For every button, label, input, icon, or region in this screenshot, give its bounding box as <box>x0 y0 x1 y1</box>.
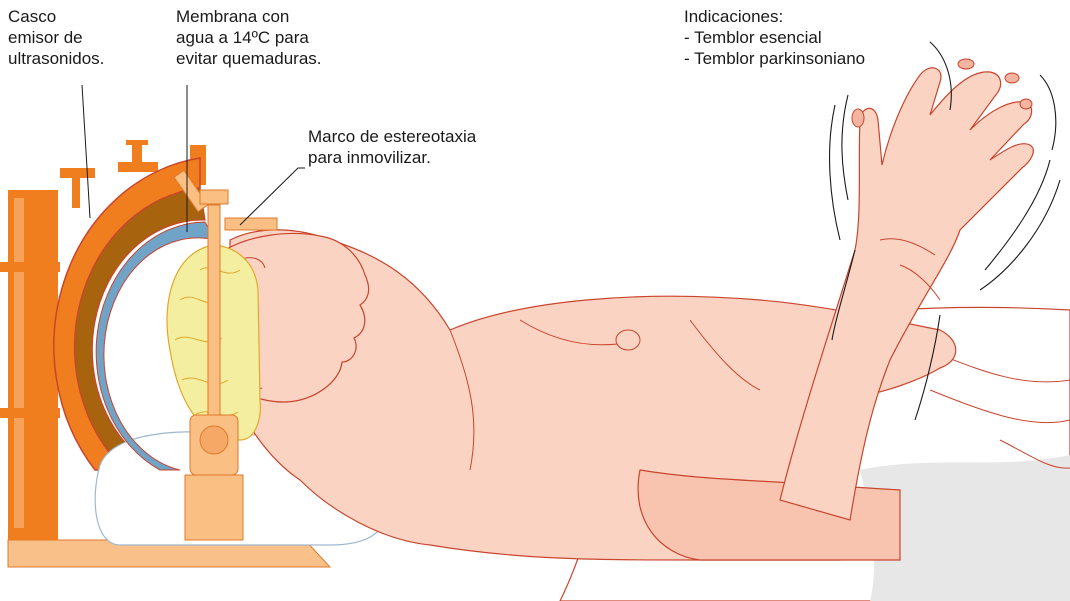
label-indicaciones: Indicaciones: - Temblor esencial - Tembl… <box>684 6 865 69</box>
leader-casco <box>82 85 90 218</box>
label-marco: Marco de estereotaxia para inmovilizar. <box>308 126 476 168</box>
label-membrana: Membrana con agua a 14ºC para evitar que… <box>176 6 322 69</box>
leader-marco <box>240 168 305 225</box>
label-casco: Casco emisor de ultrasonidos. <box>8 6 104 69</box>
